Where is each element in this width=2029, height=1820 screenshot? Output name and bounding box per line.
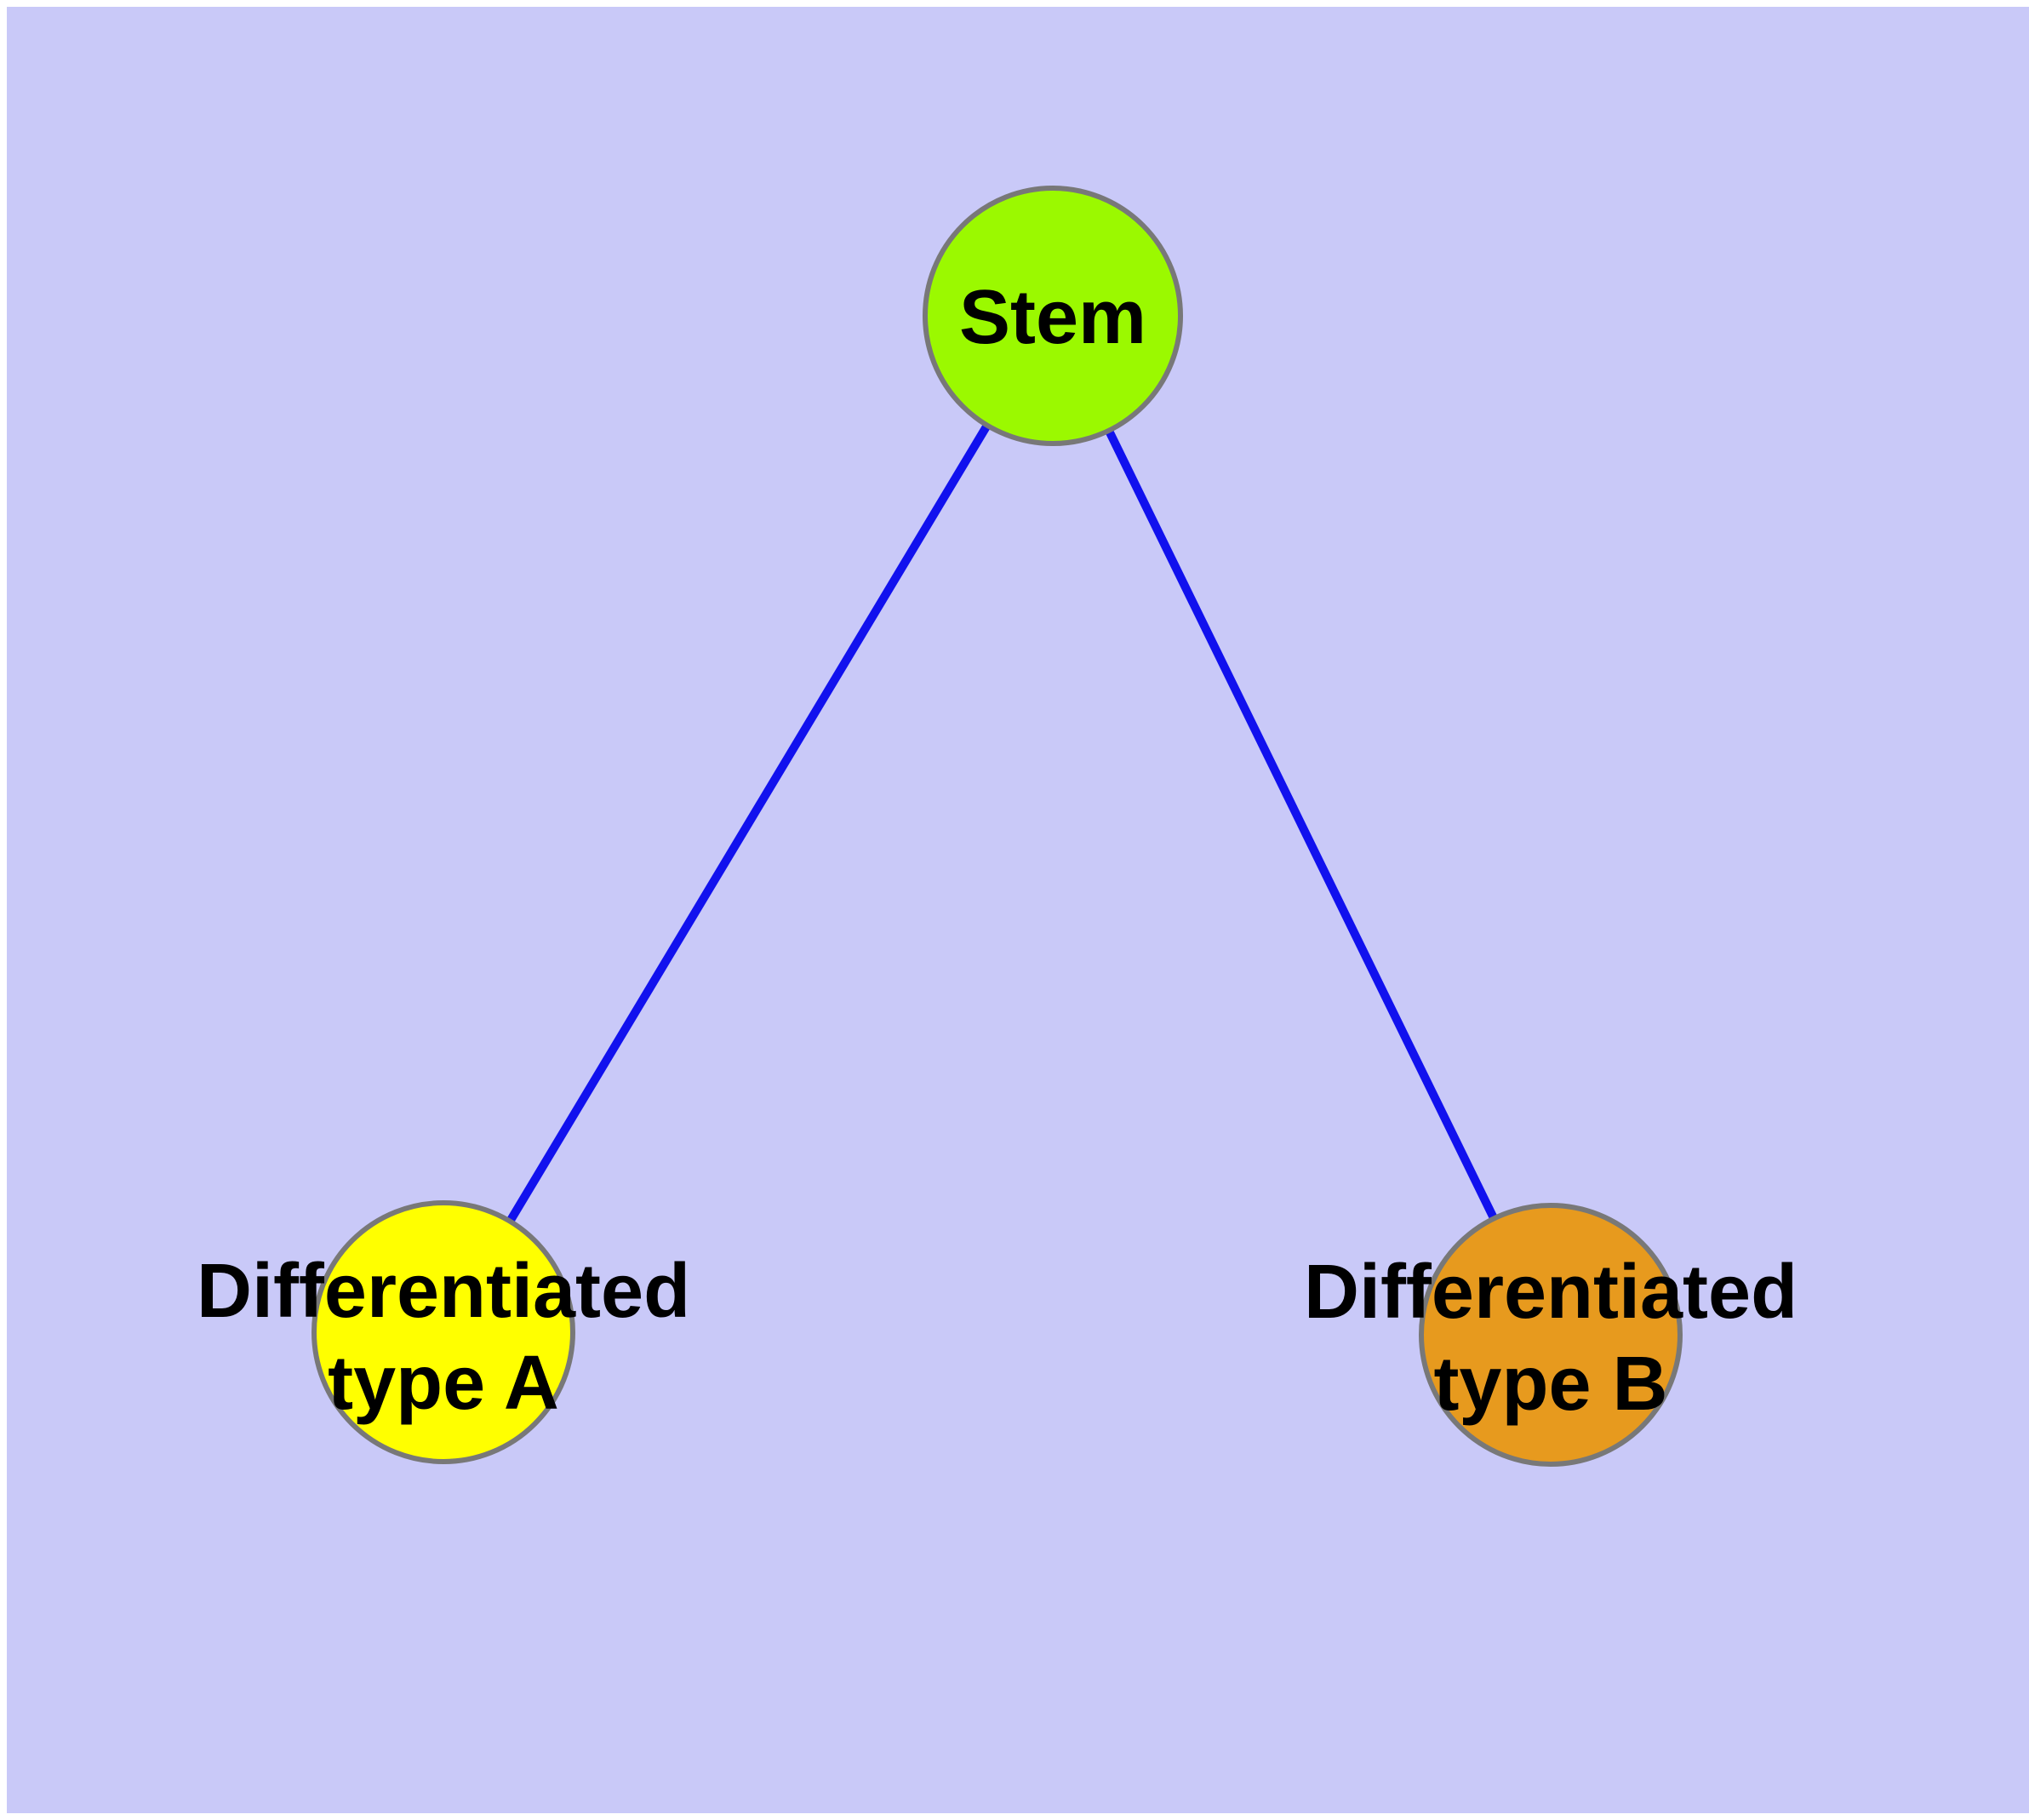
node-type-a-label-line-1: Differentiated [196, 1249, 691, 1334]
node-type-a-circle[interactable] [311, 1200, 575, 1464]
node-stem-circle[interactable] [923, 186, 1183, 446]
node-type-b-circle[interactable] [1419, 1203, 1683, 1467]
edge-stem-to-type-b [1049, 313, 1555, 1337]
node-stem-label: Stem [959, 272, 1146, 363]
node-type-b-label: Differentiated type B [1304, 1246, 1798, 1430]
node-type-a-label-line-2: type A [328, 1341, 559, 1426]
edge-stem-to-type-a [439, 313, 1057, 1335]
node-type-a-label: Differentiated type A [197, 1245, 690, 1429]
node-stem-label-line-1: Stem [958, 275, 1147, 360]
node-type-b-label-line-1: Differentiated [1303, 1250, 1798, 1335]
node-type-b-label-line-2: type B [1433, 1342, 1668, 1427]
